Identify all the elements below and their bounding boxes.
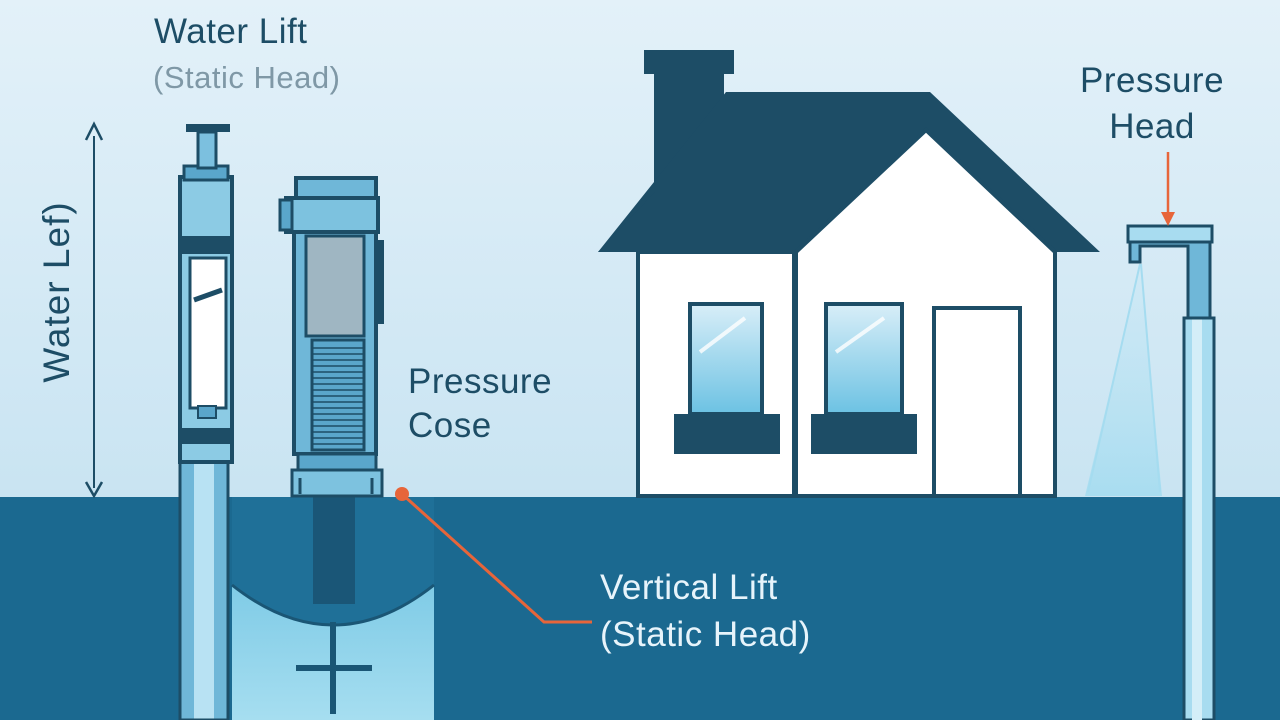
pressure-head-label: Pressure Head (1080, 58, 1224, 150)
pressure-cose-line1: Pressure (408, 362, 553, 401)
pump-coil (312, 347, 364, 445)
pressure-cose-line2: Cose (408, 406, 492, 445)
pressure-head-arrow-icon (1161, 152, 1175, 226)
vertical-lift-label: Vertical Lift (Static Head) (600, 564, 811, 658)
water-lift-subtitle: (Static Head) (153, 60, 341, 95)
water-lift-title: Water Lift (154, 12, 308, 51)
vertical-lift-line2: (Static Head) (600, 615, 811, 654)
side-label-water-lift: Water Lef) (36, 201, 77, 383)
pressure-cose-label: Pressure Cose (408, 360, 552, 448)
right-pipe (1085, 224, 1216, 720)
vertical-lift-line1: Vertical Lift (600, 568, 778, 607)
underground-well (231, 497, 435, 720)
house (598, 50, 1100, 498)
double-arrow-icon (84, 121, 104, 499)
vertical-lift-callout (395, 487, 592, 624)
pressure-head-line1: Pressure (1080, 61, 1225, 100)
left-pipe (178, 124, 234, 720)
pressure-head-line2: Head (1109, 107, 1195, 146)
pump-unit (278, 176, 384, 498)
